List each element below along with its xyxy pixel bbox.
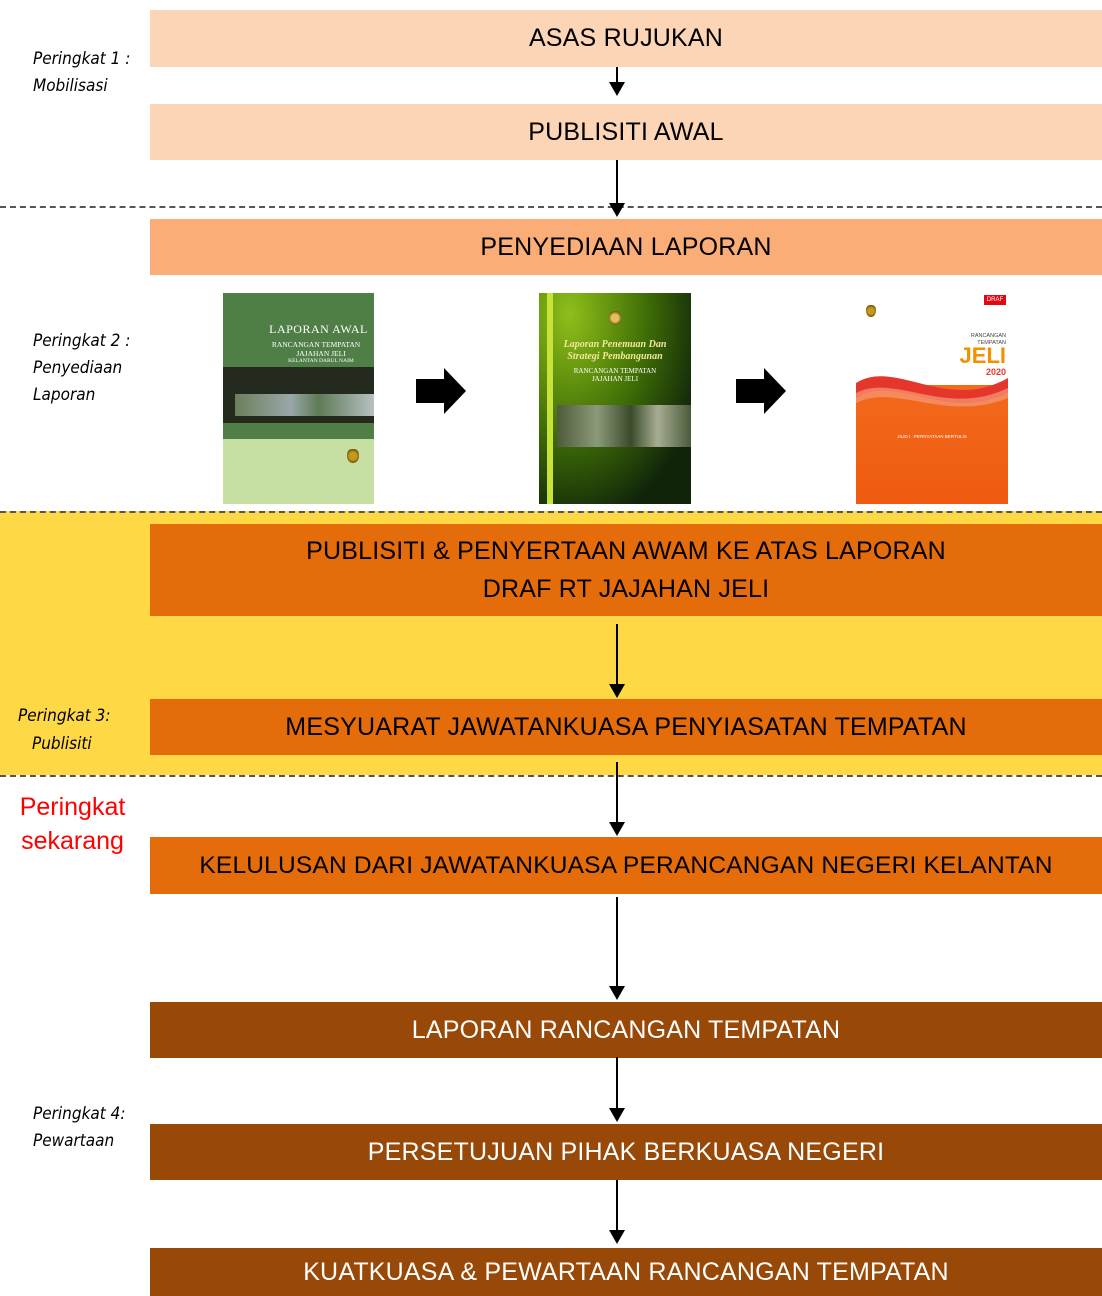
stage4-label-line2: Pewartaan [33,1131,115,1151]
box-kelulusan: KELULUSAN DARI JAWATANKUASA PERANCANGAN … [150,837,1102,894]
down-arrow-icon [609,82,625,96]
box-laporan-rt: LAPORAN RANCANGAN TEMPATAN [150,1002,1102,1058]
cover3-title: JELI [959,343,1006,368]
down-arrow-icon [609,986,625,1000]
cover1-sub3: KELANTAN DARUL NAIM [288,358,354,364]
stage1-label: Peringkat 1 : Mobilisasi [33,46,130,100]
stage4-label: Peringkat 4: Pewartaan [33,1101,126,1155]
cover3-footer: JILID I : PERNYATAAN BERTULIS [897,434,967,439]
connector-4 [616,762,618,824]
right-block-arrow-icon [736,368,786,414]
right-block-arrow-icon [416,368,466,414]
stage3-label: Peringkat 3: Publisiti [18,702,111,758]
cover2-sub2: JAJAHAN JELI [591,375,639,383]
cover3-swoosh [856,376,1008,407]
box-mesyuarat: MESYUARAT JAWATANKUASA PENYIASATAN TEMPA… [150,699,1102,755]
current-stage-line1: Peringkat [19,793,126,821]
cover3-badge: DRAF [984,295,1006,305]
stage4-label-line1: Peringkat 4: [33,1104,126,1124]
connector-2 [616,160,618,205]
cover1-sub2: JAJAHAN JELI [296,349,346,358]
cover2-photo-strip [557,405,691,447]
stage1-label-line2: Mobilisasi [33,76,108,96]
separator-3 [0,775,1102,777]
down-arrow-icon [609,822,625,836]
stage3-label-line1: Peringkat 3: [18,706,111,726]
down-arrow-icon [609,684,625,698]
cover3-year: 2020 [985,367,1006,377]
separator-2 [0,511,1102,513]
stage2-label-line3: Laporan [33,385,96,405]
box-persetujuan: PERSETUJUAN PIHAK BERKUASA NEGERI [150,1124,1102,1180]
cover1-sub1: RANCANGAN TEMPATAN [271,340,361,349]
cover2-title1: Laporan Penemuan Dan [563,339,667,350]
cover3-sub1: RANCANGAN [970,333,1006,339]
stage2-label-line1: Peringkat 2 : [33,331,131,351]
cover1-photo-strip [235,394,374,416]
stage3-label-line2: Publisiti [32,734,92,754]
crest-icon [347,449,359,463]
crest-icon [609,311,621,325]
report-cover-draf-jeli-2020: DRAF RANCANGAN TEMPATAN JELI 2020 JILID … [856,293,1008,504]
cover3-sub2: TEMPATAN [977,340,1006,346]
box-asas-rujukan: ASAS RUJUKAN [150,10,1102,67]
box-publisiti-awal: PUBLISITI AWAL [150,104,1102,160]
connector-7 [616,1057,618,1111]
connector-1 [616,67,618,85]
cover2-title2: Strategi Pembangunan [567,351,663,362]
down-arrow-icon [609,1108,625,1122]
down-arrow-icon [609,203,625,217]
cover1-title: LAPORAN AWAL [269,322,368,336]
separator-1 [0,206,1102,208]
connector-8 [616,1180,618,1232]
down-arrow-icon [609,1230,625,1244]
stage2-label: Peringkat 2 : Penyediaan Laporan [33,328,130,409]
box-publisiti-line1: PUBLISITI & PENYERTAAN AWAM KE ATAS LAPO… [306,537,946,565]
box-publisiti-penyertaan: PUBLISITI & PENYERTAAN AWAM KE ATAS LAPO… [150,524,1102,616]
connector-3 [616,624,618,686]
stage2-label-line2: Penyediaan [33,358,123,378]
box-penyediaan-laporan: PENYEDIAAN LAPORAN [150,219,1102,275]
current-stage-line2: sekarang [21,827,124,855]
box-publisiti-line2: DRAF RT JAJAHAN JELI [482,575,770,603]
current-stage-label: Peringkat sekarang [0,790,145,858]
crest-icon [866,305,876,317]
cover2-sub1: RANCANGAN TEMPATAN [573,367,657,375]
box-kuatkuasa: KUATKUASA & PEWARTAAN RANCANGAN TEMPATAN [150,1248,1102,1296]
report-cover-laporan-awal: LAPORAN AWAL RANCANGAN TEMPATAN JAJAHAN … [223,293,374,504]
stage1-label-line1: Peringkat 1 : [33,49,131,69]
cover2-left-strip [547,293,553,504]
connector-5 [616,897,618,987]
report-cover-penemuan: Laporan Penemuan Dan Strategi Pembanguna… [539,293,691,504]
